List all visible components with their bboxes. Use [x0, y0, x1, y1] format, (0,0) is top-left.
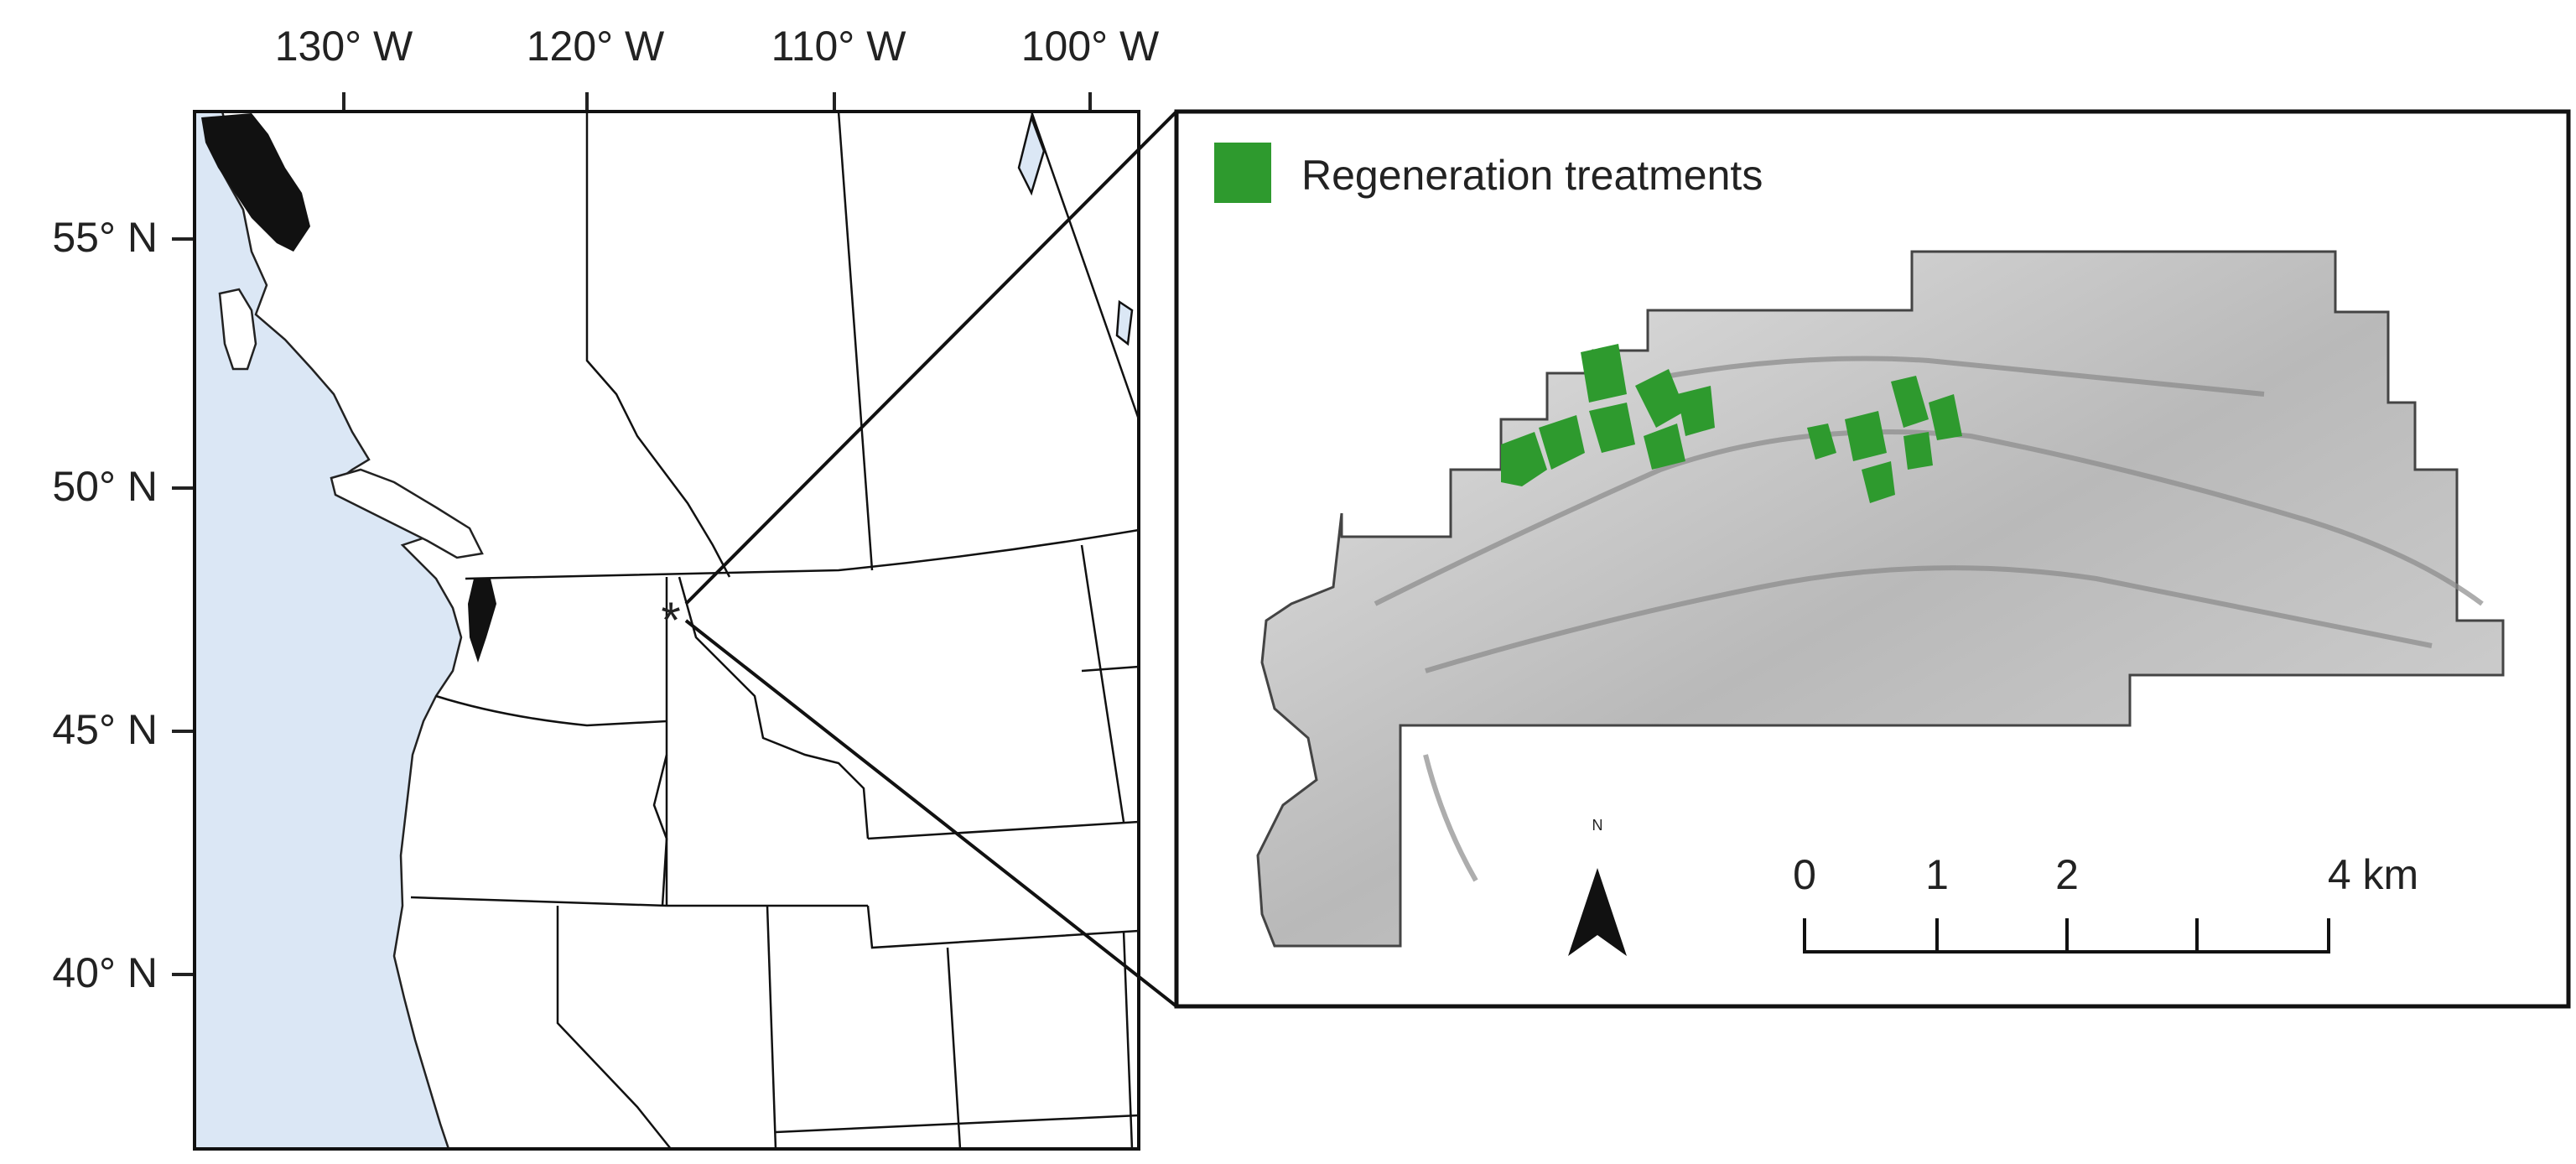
border-or-id	[652, 754, 668, 907]
border-ca-nv	[556, 906, 672, 1150]
treatment-patch	[1807, 424, 1836, 460]
lake-winnipeg	[1017, 113, 1046, 196]
zoom-line-bottom	[684, 619, 1178, 1008]
treatment-patch	[1862, 461, 1895, 503]
treatment-patch	[1589, 403, 1635, 453]
puget-sound	[468, 579, 496, 663]
treatment-patch	[1581, 344, 1627, 403]
scale-bar: 0 1 2 4 km	[1793, 851, 2418, 954]
latitude-label-40n: 40° N	[52, 949, 158, 996]
ridge-2	[1425, 565, 2433, 673]
treatment-patch	[1677, 386, 1715, 436]
north-arrow-label: N	[1592, 817, 1603, 834]
treatment-patch	[1903, 432, 1933, 470]
latitude-label-45n: 45° N	[52, 706, 158, 753]
scale-label-2: 2	[2055, 851, 2079, 898]
border-wa-or	[435, 694, 667, 727]
latitude-label-55n: 55° N	[52, 214, 158, 261]
legend: Regeneration treatments	[1214, 143, 1763, 203]
zoom-line-top	[684, 110, 1178, 605]
longitude-label-110w: 110° W	[771, 23, 907, 70]
treatment-patch	[1644, 424, 1685, 470]
latitude-axis: 55° N 50° N 45° N 40° N	[52, 214, 195, 996]
longitude-axis: 130° W 120° W 110° W 100° W	[275, 23, 1160, 112]
legend-label: Regeneration treatments	[1301, 152, 1763, 199]
north-arrow: N	[1568, 817, 1627, 956]
border-south	[775, 1114, 1140, 1134]
border-mt-dakota	[1080, 544, 1125, 823]
terrain-ridges	[1374, 356, 2484, 882]
overview-map-frame	[193, 110, 1140, 1151]
scale-label-1: 1	[1925, 851, 1949, 898]
border-nv-ut	[766, 905, 777, 1150]
ocean	[193, 110, 463, 1151]
ridge-3	[1659, 356, 2265, 397]
border-wy-co	[866, 905, 1140, 949]
treatment-patch	[1501, 432, 1547, 486]
coastal-fjords	[201, 113, 310, 252]
ridge-4	[1423, 754, 1478, 882]
island-haida-gwaii	[218, 288, 257, 371]
zoom-connectors	[684, 110, 1178, 1008]
overview-map: 130° W 120° W 110° W 100° W 55° N 50° N …	[52, 23, 1160, 1151]
longitude-label-100w: 100° W	[1021, 23, 1160, 70]
treatment-patch	[1635, 369, 1685, 428]
study-site-marker: *	[661, 592, 680, 648]
border-alberta-sask	[837, 111, 874, 571]
border-mt-wy	[867, 820, 1140, 840]
longitude-label-130w: 130° W	[275, 23, 413, 70]
hudson-bay-fragment	[1115, 299, 1134, 346]
treatment-patch	[1891, 376, 1929, 428]
treatment-patch	[1539, 415, 1585, 470]
regeneration-treatments	[1501, 344, 1962, 503]
longitude-label-120w: 120° W	[527, 23, 665, 70]
ridge-1	[1374, 429, 2484, 606]
island-vancouver	[330, 468, 484, 559]
border-bc-alberta	[585, 112, 731, 578]
border-id-mt	[678, 576, 870, 839]
political-boundaries	[410, 111, 1140, 1150]
latitude-label-50n: 50° N	[52, 463, 158, 510]
inset-map: Regeneration treatments	[1174, 109, 2571, 1009]
border-49n	[465, 528, 1140, 580]
treatment-patch	[1929, 394, 1962, 440]
border-dakotas	[1081, 665, 1140, 673]
legend-swatch	[1214, 143, 1271, 203]
border-ut-co	[946, 947, 962, 1150]
scale-label-4km: 4 km	[2328, 851, 2418, 898]
border-or-ca-nv	[410, 896, 667, 907]
scale-label-0: 0	[1793, 851, 1816, 898]
treatment-patch	[1845, 411, 1887, 461]
border-sask-manitoba	[1030, 111, 1140, 420]
north-arrow-icon	[1568, 868, 1627, 956]
